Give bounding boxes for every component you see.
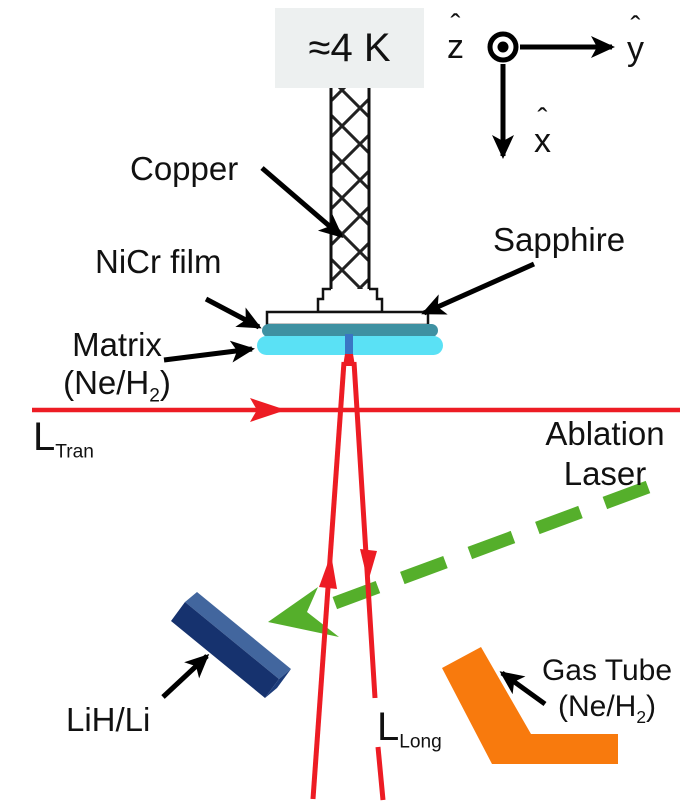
copper-label: Copper [130,150,239,187]
gas-tube-label-line2: (Ne/H2) [557,690,656,727]
ablation-laser-label: Ablation Laser [545,415,665,492]
sapphire-layer [265,310,430,327]
copper-column-sides [329,82,371,290]
gas-tube-shape [442,647,618,764]
target-block-end-face [265,669,291,698]
cold-plate-box [275,8,424,88]
longitudinal-laser-down-arrowhead [360,549,377,582]
copper-column-mesh [332,82,368,290]
ablation-laser-arrowhead [268,587,339,637]
target-label: LiH/Li [66,701,151,738]
sapphire-label: Sapphire [493,221,626,258]
matrix-label-line2: (Ne/H2) [63,364,171,407]
temperature-label: ≈4 K [308,25,391,70]
nicr-pointer-arrow [204,296,262,330]
target-block-front-face [171,602,279,698]
transverse-laser-arrowhead [250,398,286,422]
matrix-label-line1: Matrix [72,326,162,363]
target-block-top-face [185,592,291,679]
z-axis-label: ˆ z [447,9,464,66]
nicr-film-layer [262,324,438,337]
transverse-laser-label: LTran [33,415,94,463]
y-hat-icon: ˆ [630,11,641,44]
z-hat-icon: ˆ [450,9,461,42]
gas-tube-label: Gas Tube (Ne/H2) [538,653,676,727]
z-axis-dot-icon [497,41,509,53]
longitudinal-laser-label: LLong [377,705,442,753]
target-pointer-arrow [161,653,210,699]
matrix-label: Matrix (Ne/H2) [53,326,181,407]
beam-spot-in-matrix [345,334,353,355]
copper-pointer-arrow [260,166,344,238]
y-axis-label: ˆ y [627,11,644,68]
longitudinal-laser-up-arrowhead [319,554,337,589]
copper-column-foot [316,287,384,314]
ablation-laser-beam [313,480,651,617]
sapphire-pointer-arrow [421,261,536,316]
longitudinal-laser-down-beam [351,361,378,699]
matrix-pointer-arrow [163,340,255,363]
longitudinal-laser-down-beam-lower [375,746,386,801]
x-hat-icon: ˆ [537,103,548,136]
nicr-film-label: NiCr film [95,243,222,280]
gas-tube-pointer-arrow [499,670,547,707]
x-axis-label: ˆ x [534,103,551,160]
